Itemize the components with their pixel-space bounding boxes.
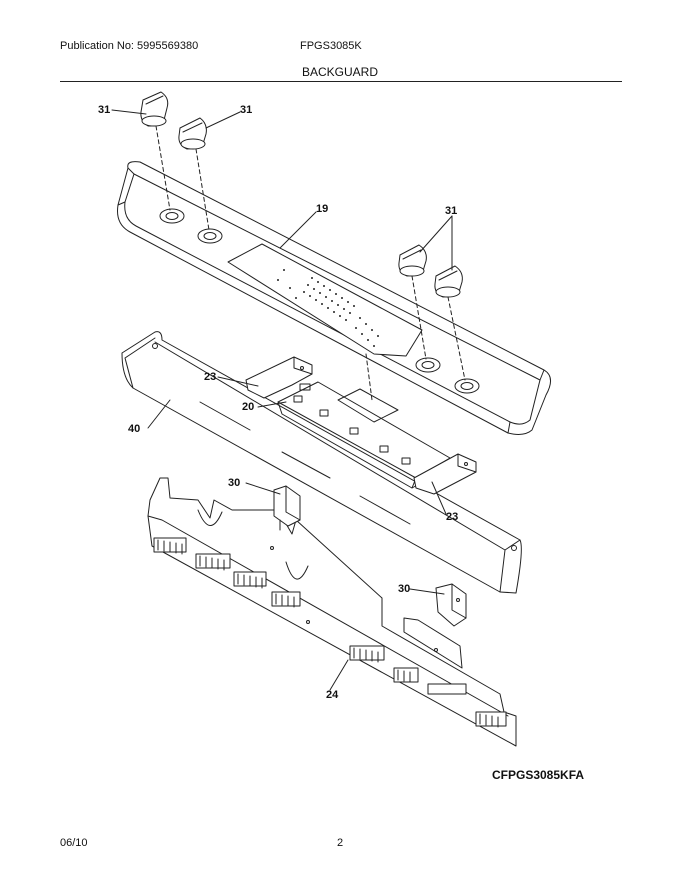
- electronic-control-board: [277, 381, 451, 489]
- callout-knob-a: 31: [98, 104, 110, 116]
- model-number: FPGS3085K: [300, 40, 362, 52]
- callout-panel: 19: [316, 203, 328, 215]
- publication-number: Publication No: 5995569380: [60, 40, 199, 52]
- backguard-trim: [121, 331, 522, 594]
- leader-lines: [111, 109, 453, 691]
- bracket-30-left: [273, 485, 301, 531]
- section-title: BACKGUARD: [301, 65, 378, 79]
- bracket-30-right: [435, 583, 467, 627]
- knob-upper-left: [140, 91, 169, 127]
- callout-bracket-upper: 23: [204, 371, 216, 383]
- page-number: 2: [337, 837, 344, 849]
- knob-right-1: [398, 244, 427, 277]
- callout-knob-c: 31: [445, 205, 457, 217]
- callout-control-board: 20: [242, 401, 254, 413]
- callout-bracket-lower: 23: [446, 511, 458, 523]
- knob-right-2: [434, 265, 463, 298]
- callout-bracket-30-left: 30: [228, 477, 240, 489]
- vent-louvres: [153, 537, 507, 728]
- header-rule: [60, 81, 622, 82]
- figure-code: CFPGS3085KFA: [492, 768, 585, 782]
- bracket-23-upper: [245, 356, 313, 399]
- backguard-rear-panel: [147, 477, 517, 747]
- footer-date: 06/10: [60, 837, 88, 849]
- callout-bracket-30-right: 30: [398, 583, 410, 595]
- knob-alignment-lines: [155, 125, 466, 401]
- bracket-23-lower: [413, 453, 477, 495]
- backguard-console-panel: [117, 161, 551, 435]
- display-dot-matrix: [277, 269, 379, 347]
- callout-trim: 40: [128, 423, 140, 435]
- knob-upper-middle: [178, 117, 207, 150]
- callout-knob-b: 31: [240, 104, 252, 116]
- callout-back-panel: 24: [326, 689, 339, 701]
